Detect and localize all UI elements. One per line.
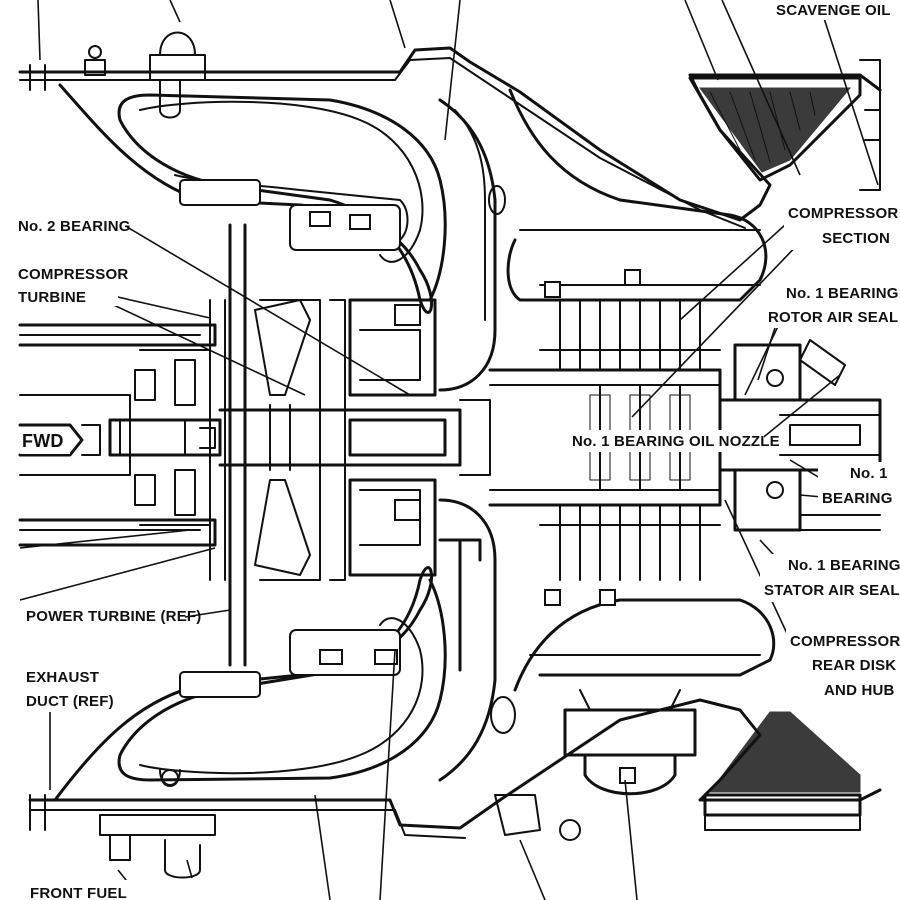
scavenge-hatched-block-top — [688, 59, 881, 191]
label-exhaust-duct-1: EXHAUST — [26, 669, 99, 686]
label-compressor-section-2: SECTION — [822, 230, 890, 247]
label-exhaust-duct-2: DUCT (REF) — [26, 693, 114, 710]
label-no1-bearing-2: BEARING — [822, 490, 893, 507]
label-fwd: FWD — [22, 431, 64, 451]
label-no1-stator-1: No. 1 BEARING — [788, 557, 900, 574]
label-compressor-turbine-2: TURBINE — [18, 289, 86, 306]
lower-fuel-nozzle — [99, 814, 216, 836]
label-rear-disk-3: AND HUB — [824, 682, 895, 699]
leader-lines — [19, 0, 879, 900]
callout-labels: SCAVENGE OIL No. 2 BEARING COMPRESSOR TU… — [14, 0, 900, 900]
scavenge-hatched-block-bottom — [703, 711, 862, 831]
engine-drawing — [18, 31, 882, 879]
upper-diffuser — [506, 88, 768, 302]
upper-fuel-nozzle — [149, 54, 206, 81]
label-compressor-turbine-1: COMPRESSOR — [18, 266, 128, 283]
label-scavenge-oil: SCAVENGE OIL — [776, 2, 891, 19]
label-rear-disk-1: COMPRESSOR — [790, 633, 900, 650]
label-no1-stator-2: STATOR AIR SEAL — [764, 582, 900, 599]
turbine-disks — [134, 299, 226, 581]
label-power-turbine: POWER TURBINE (REF) — [26, 608, 201, 625]
label-no1-rotor-1: No. 1 BEARING — [786, 285, 899, 302]
label-front-fuel: FRONT FUEL — [30, 885, 127, 900]
label-no1-bearing-1: No. 1 — [850, 465, 888, 482]
label-no2-bearing: No. 2 BEARING — [18, 218, 131, 235]
label-compressor-section-1: COMPRESSOR — [788, 205, 898, 222]
fwd-arrow-shape — [18, 423, 101, 457]
label-rear-disk-2: REAR DISK — [812, 657, 896, 674]
label-no1-rotor-2: ROTOR AIR SEAL — [768, 309, 898, 326]
label-no1-oil-nozzle: No. 1 BEARING OIL NOZZLE — [572, 433, 780, 450]
lower-diffuser — [513, 598, 776, 692]
